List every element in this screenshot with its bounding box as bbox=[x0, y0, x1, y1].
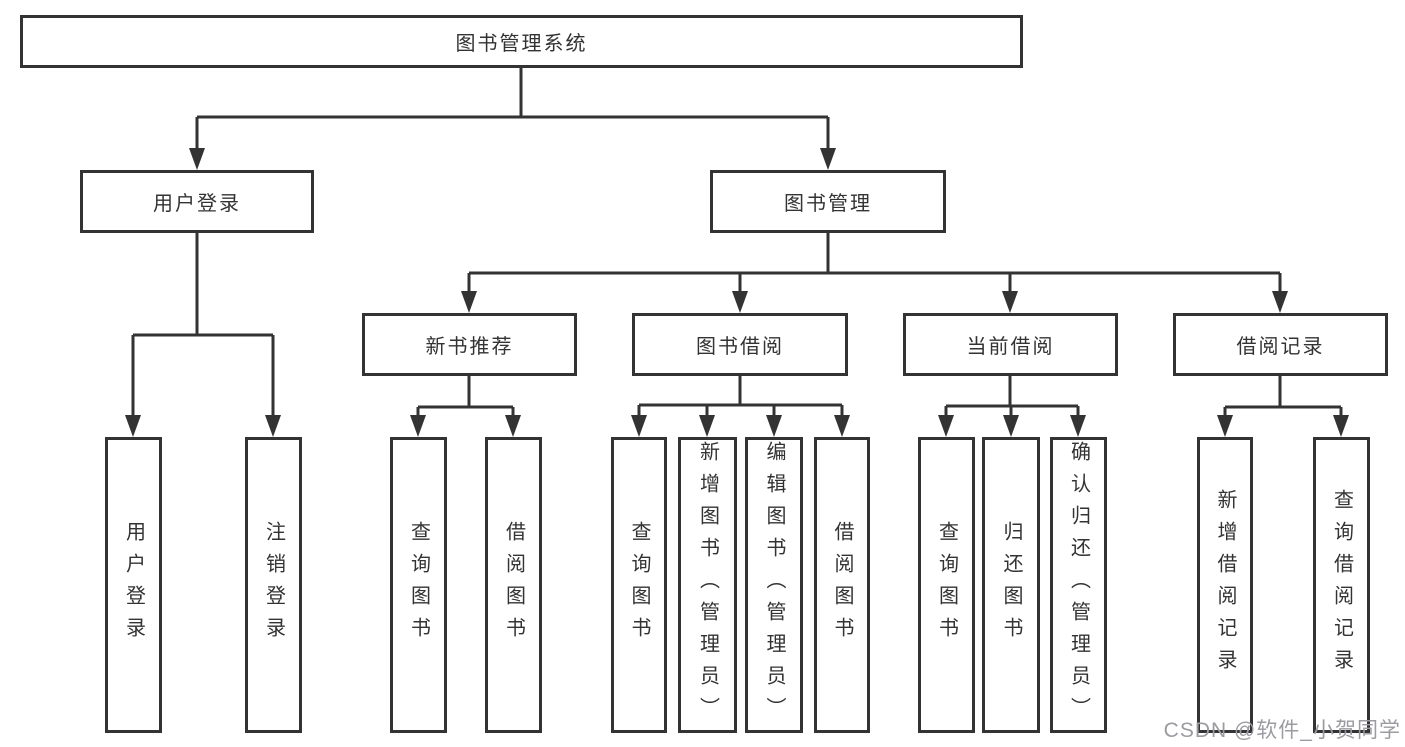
leaf-user-login: 用户登录 bbox=[105, 437, 162, 733]
leaf-cb-return-book: 归还图书 bbox=[982, 437, 1040, 733]
leaf-logout: 注销登录 bbox=[245, 437, 302, 733]
leaf-bb-add-book: 新增图书（管理员） bbox=[678, 437, 737, 733]
node-current-borrow: 当前借阅 bbox=[903, 313, 1118, 376]
node-root: 图书管理系统 bbox=[20, 15, 1023, 68]
leaf-rec-borrow-book: 借阅图书 bbox=[485, 437, 542, 733]
leaf-br-query-record: 查询借阅记录 bbox=[1313, 437, 1370, 733]
node-book-mgmt: 图书管理 bbox=[710, 170, 946, 233]
node-borrow-record: 借阅记录 bbox=[1173, 313, 1388, 376]
leaf-cb-confirm-return: 确认归还（管理员） bbox=[1050, 437, 1107, 733]
leaf-bb-borrow-book: 借阅图书 bbox=[814, 437, 870, 733]
node-new-book-rec: 新书推荐 bbox=[362, 313, 577, 376]
node-book-borrow: 图书借阅 bbox=[632, 313, 848, 376]
leaf-br-add-record: 新增借阅记录 bbox=[1197, 437, 1253, 733]
leaf-bb-query-book: 查询图书 bbox=[611, 437, 667, 733]
leaf-cb-query-book: 查询图书 bbox=[918, 437, 975, 733]
leaf-rec-query-book: 查询图书 bbox=[390, 437, 447, 733]
node-user-login: 用户登录 bbox=[80, 170, 314, 233]
watermark: CSDN @软件_小贺同学 bbox=[1163, 719, 1401, 742]
leaf-bb-edit-book: 编辑图书（管理员） bbox=[745, 437, 803, 733]
